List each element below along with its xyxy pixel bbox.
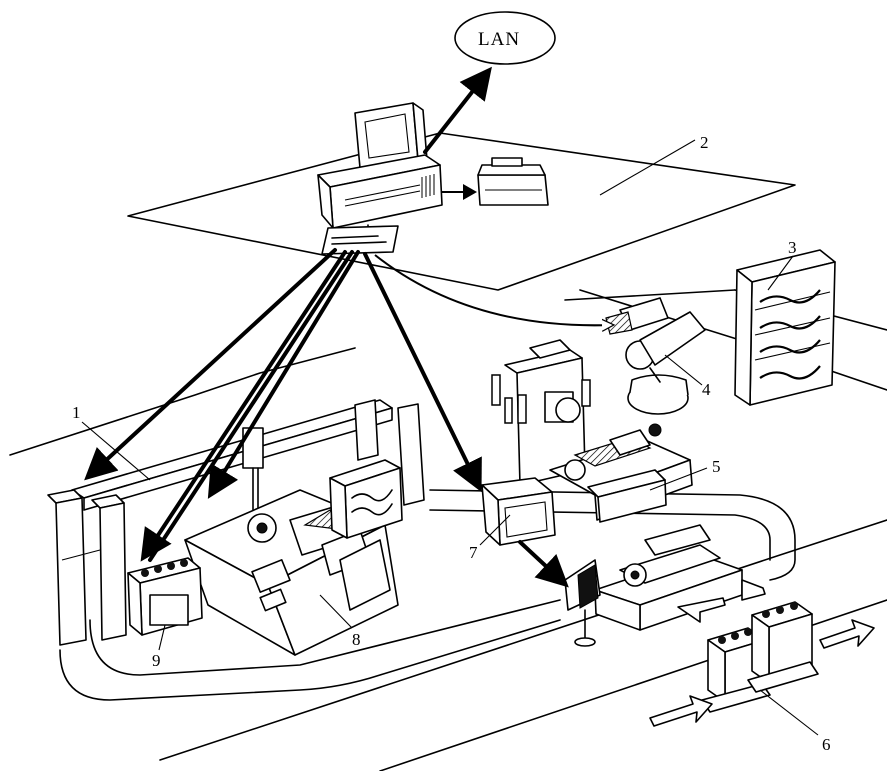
industrial-robot bbox=[606, 298, 705, 414]
pallet-carts bbox=[702, 602, 818, 712]
tool-storage-rack bbox=[735, 250, 835, 405]
electrical-cabinet bbox=[330, 460, 402, 538]
callout-1: 1 bbox=[72, 403, 81, 422]
lan-node: LAN bbox=[455, 12, 555, 64]
callout-4: 4 bbox=[702, 380, 711, 399]
printer bbox=[478, 158, 548, 205]
callout-5: 5 bbox=[712, 457, 721, 476]
callout-3: 3 bbox=[788, 238, 797, 257]
lan-uplink-arrow bbox=[425, 73, 487, 152]
computer-workstation bbox=[318, 103, 442, 235]
callout-7: 7 bbox=[469, 543, 478, 562]
callout-2: 2 bbox=[700, 133, 709, 152]
callout-9: 9 bbox=[152, 651, 161, 670]
load-unload-station bbox=[565, 525, 742, 646]
callout-8: 8 bbox=[352, 630, 361, 649]
pallet-buffer bbox=[128, 558, 202, 635]
cell-terminal bbox=[482, 478, 555, 545]
lan-label: LAN bbox=[478, 29, 520, 50]
callout-6: 6 bbox=[822, 735, 831, 754]
control-level-plane bbox=[128, 133, 795, 290]
